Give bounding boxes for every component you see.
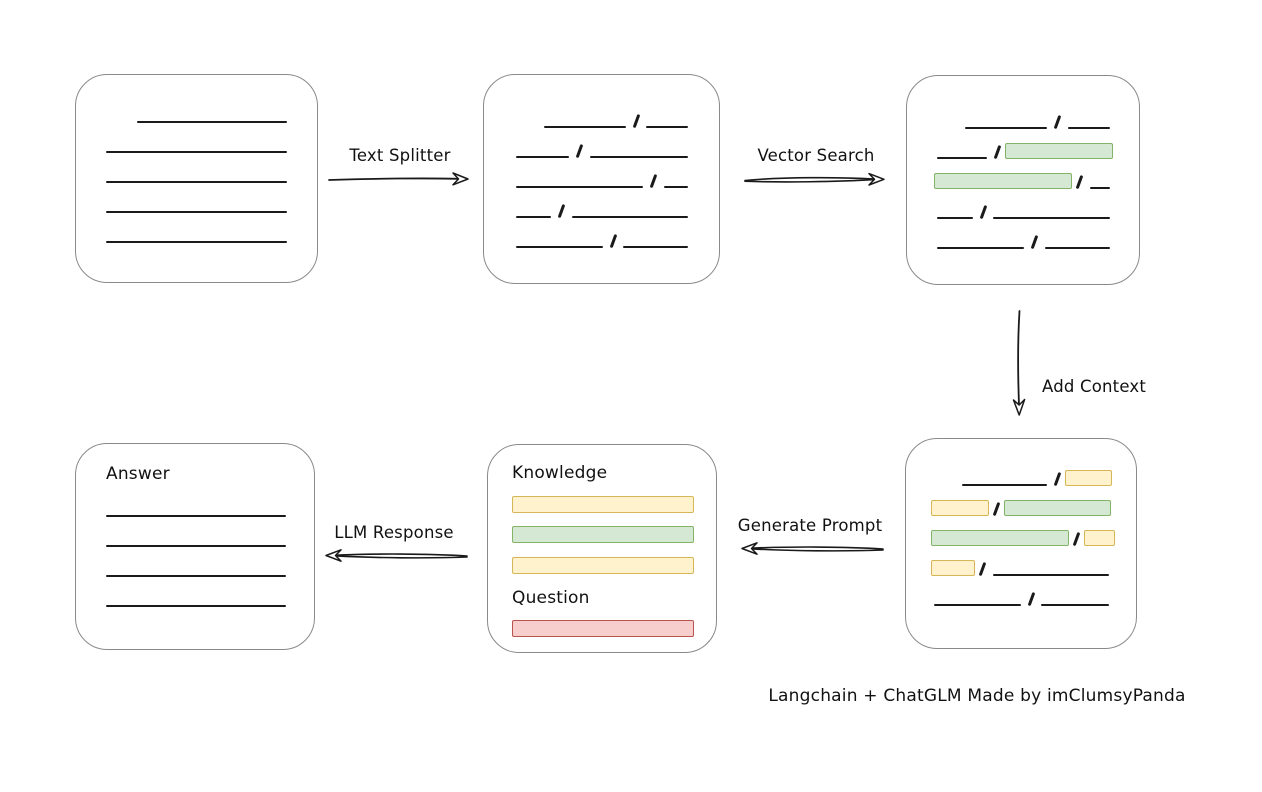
right-arrow-icon: [328, 172, 469, 186]
text-line: [664, 186, 688, 188]
split-slash-mark: [632, 113, 640, 129]
text-line: [993, 217, 1110, 219]
context-selection-box: [905, 438, 1137, 649]
text-line: [106, 605, 286, 607]
knowledge-yellow-bar: [512, 557, 694, 574]
split-slash-mark: [1054, 471, 1062, 487]
yellow-highlight-bar: [931, 500, 989, 516]
split-slash-mark: [992, 501, 1000, 517]
text-line: [106, 545, 286, 547]
split-slash-mark: [1030, 234, 1039, 250]
left-arrow-icon: [741, 542, 884, 555]
text-line: [937, 157, 988, 159]
text-line: [1067, 127, 1110, 129]
chunk-row: [931, 516, 1115, 547]
prompt-box: Knowledge Question: [487, 444, 717, 653]
split-slash-mark: [1072, 531, 1080, 547]
text-line: [544, 126, 626, 128]
split-chunks-box: [483, 74, 720, 284]
text-line: [137, 121, 287, 123]
knowledge-green-bar: [512, 526, 694, 543]
text-line: [590, 156, 688, 158]
text-line: [623, 246, 688, 248]
llm-response-label: LLM Response: [334, 523, 454, 542]
chunk-row: [934, 99, 1113, 130]
text-line: [516, 186, 644, 188]
credit-text: Langchain + ChatGLM Made by imClumsyPand…: [768, 686, 1186, 706]
yellow-highlight-bar: [1065, 470, 1112, 486]
question-label: Question: [512, 588, 590, 608]
text-line: [106, 211, 287, 213]
text-line: [516, 246, 603, 248]
text-line: [937, 217, 973, 219]
source-document-box: [75, 74, 318, 283]
knowledge-label: Knowledge: [512, 463, 608, 483]
text-line: [1041, 604, 1109, 606]
llm-response-arrow-group: LLM Response: [318, 523, 470, 568]
split-slash-mark: [1027, 591, 1035, 607]
vector-search-arrow-group: Vector Search: [742, 146, 890, 191]
down-arrow-icon: [1012, 310, 1026, 416]
split-slash-mark: [1054, 114, 1062, 130]
green-highlight-bar: [934, 173, 1072, 189]
text-line: [937, 247, 1025, 249]
split-slash-mark: [558, 203, 566, 219]
chunk-row: [513, 158, 691, 189]
text-line: [646, 126, 688, 128]
knowledge-yellow-bar: [512, 496, 694, 513]
text-line: [965, 127, 1048, 129]
split-slash-mark: [979, 204, 987, 220]
chunk-row: [934, 219, 1113, 250]
text-line: [516, 156, 570, 158]
text-line: [1089, 187, 1110, 189]
add-context-arrow-group: Add Context: [1006, 308, 1156, 420]
left-arrow-icon: [325, 549, 468, 562]
text-line: [934, 604, 1021, 606]
split-slash-mark: [994, 144, 1002, 160]
answer-box: Answer: [75, 443, 315, 650]
text-line: [106, 241, 287, 243]
generate-prompt-label: Generate Prompt: [737, 516, 883, 535]
split-slash-mark: [1075, 174, 1083, 190]
answer-label: Answer: [106, 464, 170, 484]
green-highlight-bar: [1003, 500, 1111, 516]
text-line: [1044, 247, 1110, 249]
chunk-row: [513, 188, 691, 219]
text-splitter-arrow-group: Text Splitter: [326, 146, 474, 191]
yellow-highlight-bar: [931, 560, 975, 576]
text-line: [516, 216, 552, 218]
question-red-bar: [512, 620, 694, 637]
split-slash-mark: [576, 143, 584, 159]
chunk-row: [931, 576, 1112, 607]
chunk-row: [513, 218, 691, 249]
chunk-row: [934, 189, 1113, 220]
vector-matches-box: [906, 75, 1140, 285]
green-highlight-bar: [1005, 143, 1113, 159]
add-context-label: Add Context: [1042, 376, 1147, 396]
split-slash-mark: [650, 173, 658, 189]
chunk-row: [931, 546, 1112, 577]
text-line: [106, 181, 287, 183]
text-line: [106, 575, 286, 577]
text-line: [106, 151, 287, 153]
right-arrow-icon: [744, 172, 885, 186]
text-line: [106, 515, 286, 517]
chunk-row: [931, 456, 1112, 487]
yellow-highlight-bar: [1083, 530, 1115, 546]
split-slash-mark: [978, 561, 986, 577]
text-line: [571, 216, 688, 218]
chunk-row: [934, 129, 1113, 160]
chunk-row: [931, 486, 1112, 517]
chunk-row: [934, 159, 1113, 190]
text-splitter-label: Text Splitter: [349, 146, 451, 165]
text-line: [992, 574, 1109, 576]
generate-prompt-arrow-group: Generate Prompt: [734, 516, 886, 561]
vector-search-label: Vector Search: [757, 146, 875, 165]
chunk-row: [513, 128, 691, 159]
text-line: [962, 484, 1048, 486]
split-slash-mark: [609, 233, 617, 249]
chunk-row: [513, 98, 691, 129]
green-highlight-bar: [931, 530, 1069, 546]
